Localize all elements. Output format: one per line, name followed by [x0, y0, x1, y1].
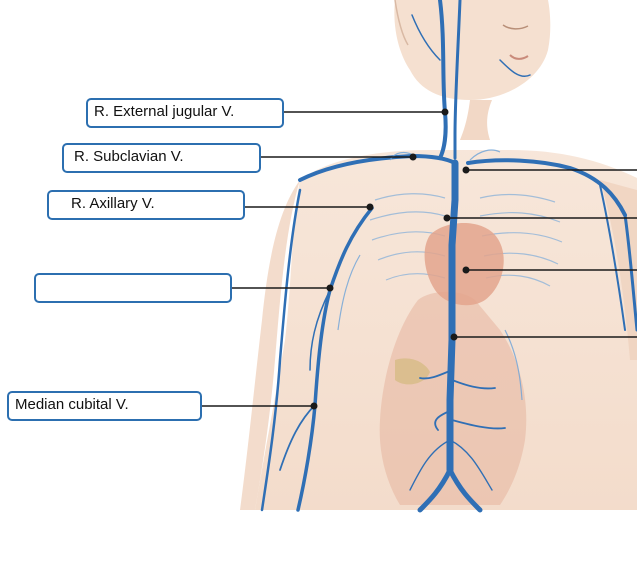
pointer-dot: [310, 402, 318, 410]
iliac-vein-path: [417, 467, 483, 513]
label-text: Median cubital V.: [15, 396, 129, 413]
lips-shape: [509, 54, 529, 60]
label-axillary-vein[interactable]: R. Axillary V.: [47, 190, 245, 220]
leader-lines: [202, 111, 637, 407]
eye-shape: [502, 24, 529, 30]
label-text: R. External jugular V.: [94, 103, 235, 120]
left-arm-vein-path: [623, 213, 637, 332]
vein-network: [260, 0, 637, 513]
neck-shape: [460, 100, 492, 140]
label-text: R. Subclavian V.: [74, 148, 184, 165]
pointer-dot: [462, 266, 470, 274]
pointer-dots: [310, 108, 470, 410]
pointer-dot: [326, 284, 334, 292]
left-subclavian-vein-path: [466, 158, 627, 217]
label-subclavian-vein[interactable]: R. Subclavian V.: [62, 143, 261, 173]
pointer-dot: [450, 333, 458, 341]
upper-arm-branch-vein: [309, 289, 331, 371]
abdominal-branch-veins: [419, 369, 506, 431]
heart-shape: [424, 222, 504, 306]
pointer-dot: [443, 214, 451, 222]
pointer-dot: [462, 166, 470, 174]
pointer-dot: [366, 203, 374, 211]
label-external-jugular-vein[interactable]: R. External jugular V.: [86, 98, 284, 128]
right-arm-shape: [240, 180, 300, 510]
facial-vein: [411, 14, 441, 61]
lower-branch-veins: [409, 439, 493, 491]
cephalic-vein-path: [260, 188, 302, 512]
body-figure: [240, 150, 637, 510]
internal-jugular-vein: [453, 0, 462, 160]
pointer-dot: [441, 108, 449, 116]
vena-cava-path: [446, 159, 459, 474]
left-cephalic-vein-path: [599, 184, 626, 331]
external-jugular-vein: [438, 0, 448, 160]
head-figure: [394, 0, 551, 140]
facial-branch-vein: [499, 59, 531, 77]
pointer-dot: [409, 153, 417, 161]
forearm-branch-vein: [279, 404, 316, 471]
label-text: R. Axillary V.: [71, 195, 155, 212]
label-blank-answer[interactable]: [34, 273, 232, 303]
right-arm-vein-path: [296, 206, 374, 512]
label-median-cubital-vein[interactable]: Median cubital V.: [7, 391, 202, 421]
